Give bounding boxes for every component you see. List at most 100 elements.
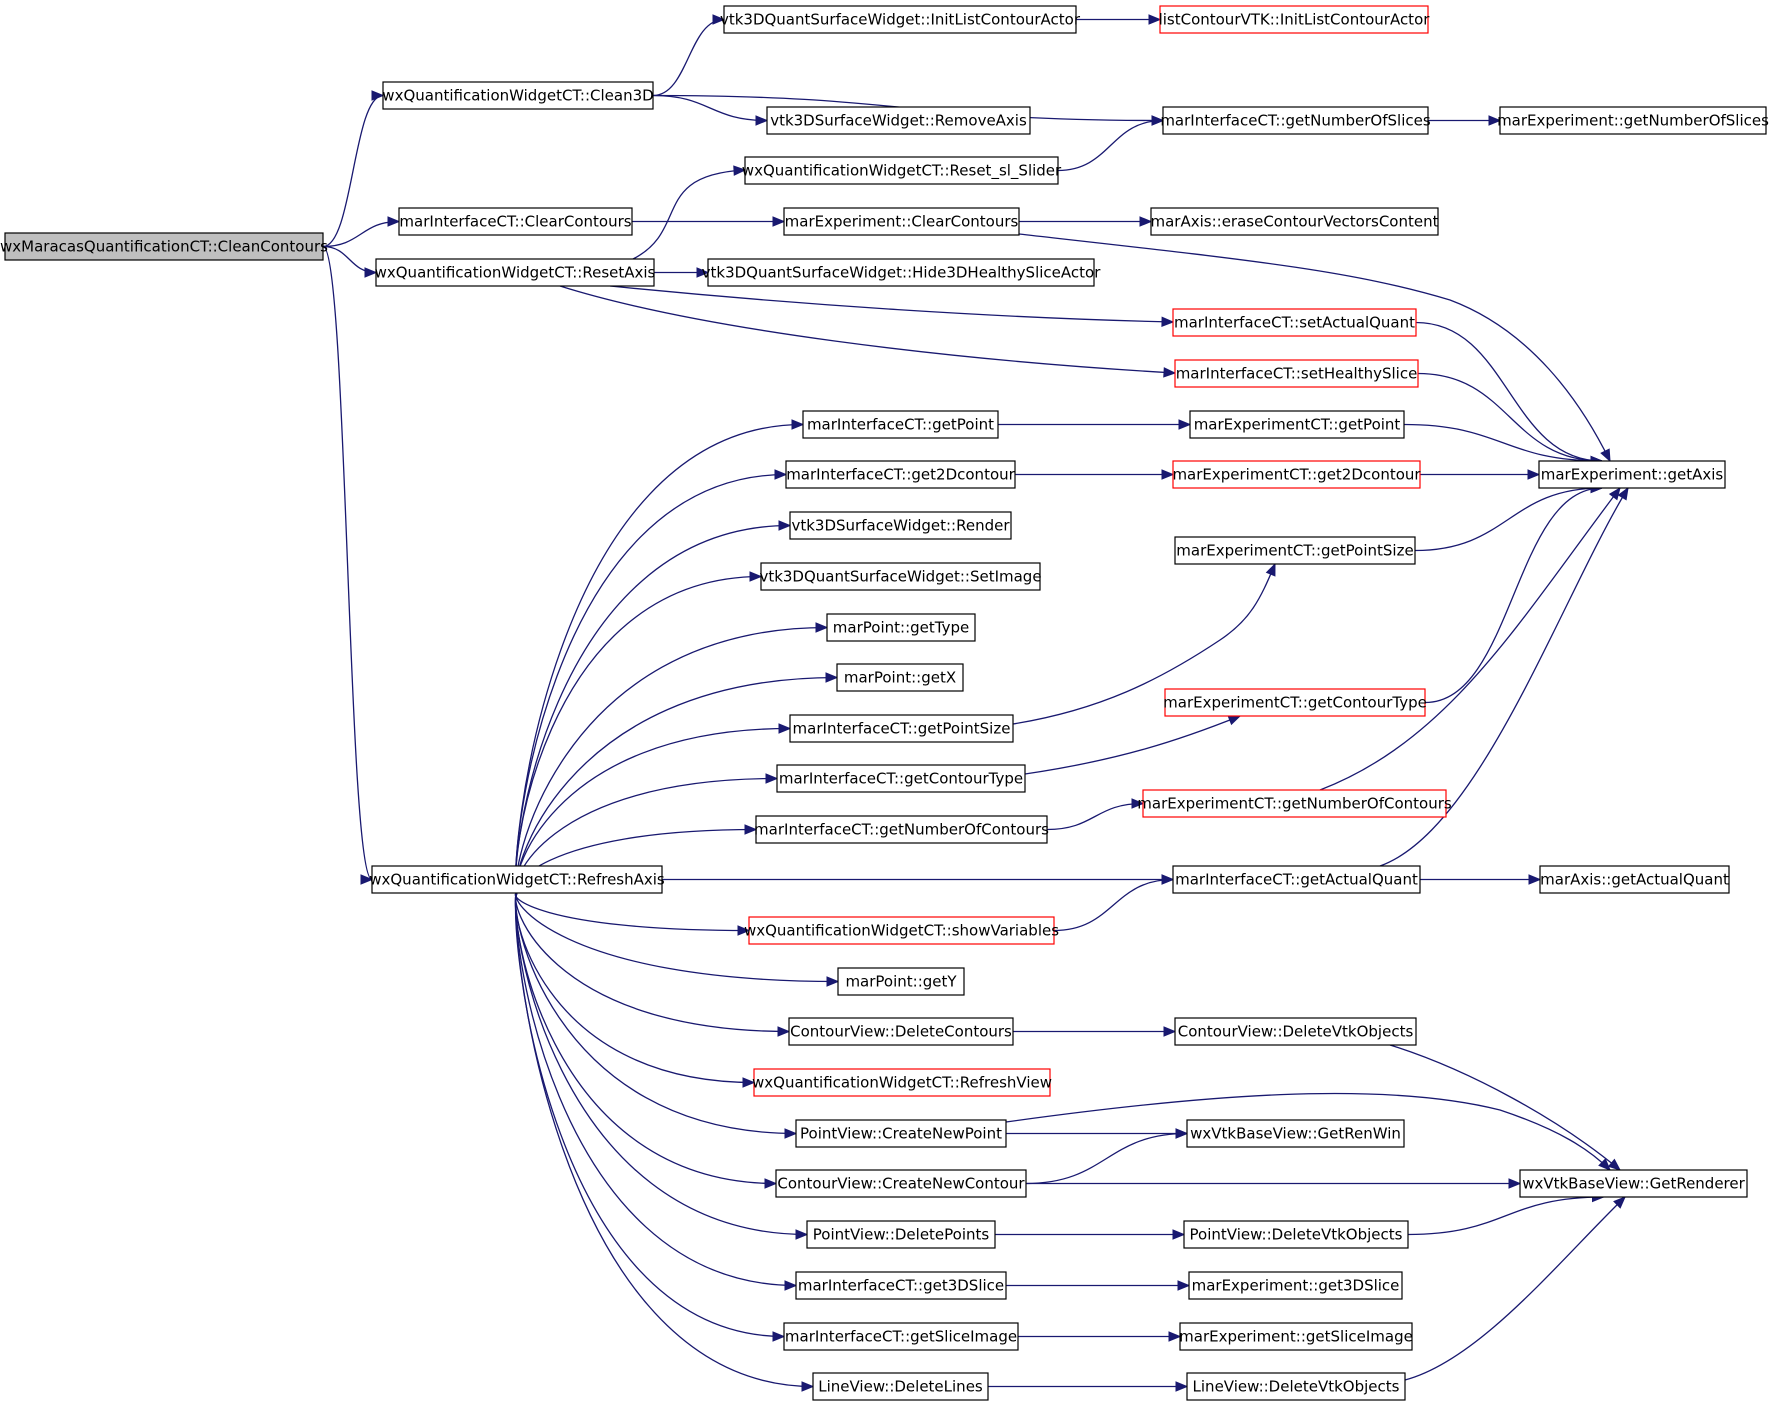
node-n30[interactable]: wxQuantificationWidgetCT::RefreshAxis (369, 865, 665, 894)
node-box[interactable] (1186, 1119, 1405, 1148)
node-box[interactable] (398, 207, 633, 236)
node-box[interactable] (783, 207, 1020, 236)
node-n44[interactable]: marInterfaceCT::get3DSlice (795, 1271, 1007, 1300)
node-n26[interactable]: marInterfaceCT::getPointSize (789, 714, 1014, 743)
node-box[interactable] (1162, 106, 1429, 135)
node-n3[interactable]: listContourVTK::InitListContourActor (1159, 5, 1431, 34)
node-n8[interactable]: marInterfaceCT::ClearContours (398, 207, 633, 236)
node-n43[interactable]: PointView::DeleteVtkObjects (1183, 1220, 1409, 1249)
node-n31[interactable]: marInterfaceCT::getActualQuant (1172, 865, 1421, 894)
node-box[interactable] (775, 1169, 1027, 1198)
node-n13[interactable]: marInterfaceCT::setActualQuant (1172, 308, 1417, 337)
node-n28[interactable]: marExperimentCT::getNumberOfContours (1137, 789, 1452, 818)
node-n47[interactable]: marExperiment::getSliceImage (1179, 1322, 1413, 1351)
node-box[interactable] (1159, 5, 1429, 34)
node-box[interactable] (1172, 865, 1421, 894)
node-box[interactable] (1172, 460, 1421, 489)
node-box[interactable] (1142, 789, 1447, 818)
node-n29[interactable]: marInterfaceCT::getNumberOfContours (754, 815, 1049, 844)
node-n42[interactable]: PointView::DeletePoints (806, 1220, 996, 1249)
node-box[interactable] (836, 663, 964, 692)
node-box[interactable] (1174, 359, 1419, 388)
node-n21[interactable]: marExperimentCT::getPointSize (1174, 536, 1416, 565)
node-box[interactable] (1179, 1322, 1413, 1351)
node-box[interactable] (760, 562, 1041, 591)
node-box[interactable] (1189, 410, 1405, 439)
node-n20[interactable]: vtk3DSurfaceWidget::Render (789, 511, 1012, 540)
node-box[interactable] (1174, 536, 1416, 565)
node-n18[interactable]: marInterfaceCT::get2Dcontour (785, 460, 1016, 489)
node-box[interactable] (783, 1322, 1019, 1351)
node-box[interactable] (744, 156, 1059, 185)
node-box[interactable] (806, 1220, 996, 1249)
node-n41[interactable]: wxVtkBaseView::GetRenderer (1519, 1169, 1748, 1198)
node-n11[interactable]: wxQuantificationWidgetCT::ResetAxis (375, 258, 656, 287)
node-box[interactable] (789, 511, 1012, 540)
node-n12[interactable]: vtk3DQuantSurfaceWidget::Hide3DHealthySl… (702, 258, 1102, 287)
node-n38[interactable]: PointView::CreateNewPoint (795, 1119, 1007, 1148)
node-n10[interactable]: marAxis::eraseContourVectorsContent (1150, 207, 1439, 236)
node-box[interactable] (1186, 1372, 1406, 1401)
node-n22[interactable]: vtk3DQuantSurfaceWidget::SetImage (759, 562, 1042, 591)
node-box[interactable] (837, 967, 965, 996)
node-box[interactable] (1172, 308, 1417, 337)
node-n24[interactable]: marPoint::getX (836, 663, 964, 692)
node-box[interactable] (789, 714, 1014, 743)
node-n7[interactable]: wxQuantificationWidgetCT::Reset_sl_Slide… (742, 156, 1062, 185)
node-n33[interactable]: wxQuantificationWidgetCT::showVariables (744, 916, 1059, 945)
node-n2[interactable]: vtk3DQuantSurfaceWidget::InitListContour… (720, 5, 1081, 34)
node-n34[interactable]: marPoint::getY (837, 967, 965, 996)
node-n6[interactable]: vtk3DSurfaceWidget::RemoveAxis (766, 106, 1031, 135)
node-n15[interactable]: marInterfaceCT::getPoint (802, 410, 999, 439)
node-n27[interactable]: marInterfaceCT::getContourType (776, 764, 1026, 793)
node-box[interactable] (4, 232, 324, 261)
node-box[interactable] (1519, 1169, 1748, 1198)
node-n0[interactable]: wxMaracasQuantificationCT::CleanContours (0, 232, 328, 261)
node-n32[interactable]: marAxis::getActualQuant (1539, 865, 1730, 894)
node-box[interactable] (1150, 207, 1439, 236)
node-box[interactable] (812, 1372, 989, 1401)
node-n16[interactable]: marExperimentCT::getPoint (1189, 410, 1405, 439)
node-box[interactable] (776, 764, 1026, 793)
node-box[interactable] (1188, 1271, 1403, 1300)
node-box[interactable] (382, 81, 654, 110)
node-box[interactable] (795, 1119, 1007, 1148)
node-n46[interactable]: marInterfaceCT::getSliceImage (783, 1322, 1019, 1351)
node-box[interactable] (375, 258, 655, 287)
node-n35[interactable]: ContourView::DeleteContours (788, 1017, 1014, 1046)
node-box[interactable] (755, 815, 1048, 844)
node-n37[interactable]: wxQuantificationWidgetCT::RefreshView (752, 1068, 1052, 1097)
node-box[interactable] (1174, 1017, 1417, 1046)
node-box[interactable] (1183, 1220, 1409, 1249)
node-n39[interactable]: wxVtkBaseView::GetRenWin (1186, 1119, 1405, 1148)
node-box[interactable] (371, 865, 663, 894)
node-box[interactable] (1499, 106, 1767, 135)
node-n5[interactable]: marExperiment::getNumberOfSlices (1497, 106, 1769, 135)
node-box[interactable] (707, 258, 1095, 287)
node-box[interactable] (1538, 460, 1726, 489)
node-n1[interactable]: wxQuantificationWidgetCT::Clean3D (382, 81, 654, 110)
node-n45[interactable]: marExperiment::get3DSlice (1188, 1271, 1403, 1300)
node-n49[interactable]: LineView::DeleteVtkObjects (1186, 1372, 1406, 1401)
node-box[interactable] (723, 5, 1077, 34)
node-box[interactable] (766, 106, 1031, 135)
node-box[interactable] (788, 1017, 1014, 1046)
node-n17[interactable]: marExperiment::getAxis (1538, 460, 1726, 489)
node-box[interactable] (1164, 688, 1426, 717)
node-n23[interactable]: marPoint::getType (826, 613, 976, 642)
node-n48[interactable]: LineView::DeleteLines (812, 1372, 989, 1401)
node-n36[interactable]: ContourView::DeleteVtkObjects (1174, 1017, 1417, 1046)
node-n19[interactable]: marExperimentCT::get2Dcontour (1172, 460, 1421, 489)
node-n9[interactable]: marExperiment::ClearContours (783, 207, 1020, 236)
node-box[interactable] (795, 1271, 1007, 1300)
node-n4[interactable]: marInterfaceCT::getNumberOfSlices (1160, 106, 1431, 135)
node-box[interactable] (748, 916, 1055, 945)
node-box[interactable] (753, 1068, 1051, 1097)
node-box[interactable] (1539, 865, 1730, 894)
node-n25[interactable]: marExperimentCT::getContourType (1163, 688, 1427, 717)
node-box[interactable] (826, 613, 976, 642)
node-n40[interactable]: ContourView::CreateNewContour (775, 1169, 1027, 1198)
node-box[interactable] (802, 410, 999, 439)
node-box[interactable] (785, 460, 1016, 489)
node-n14[interactable]: marInterfaceCT::setHealthySlice (1174, 359, 1419, 388)
